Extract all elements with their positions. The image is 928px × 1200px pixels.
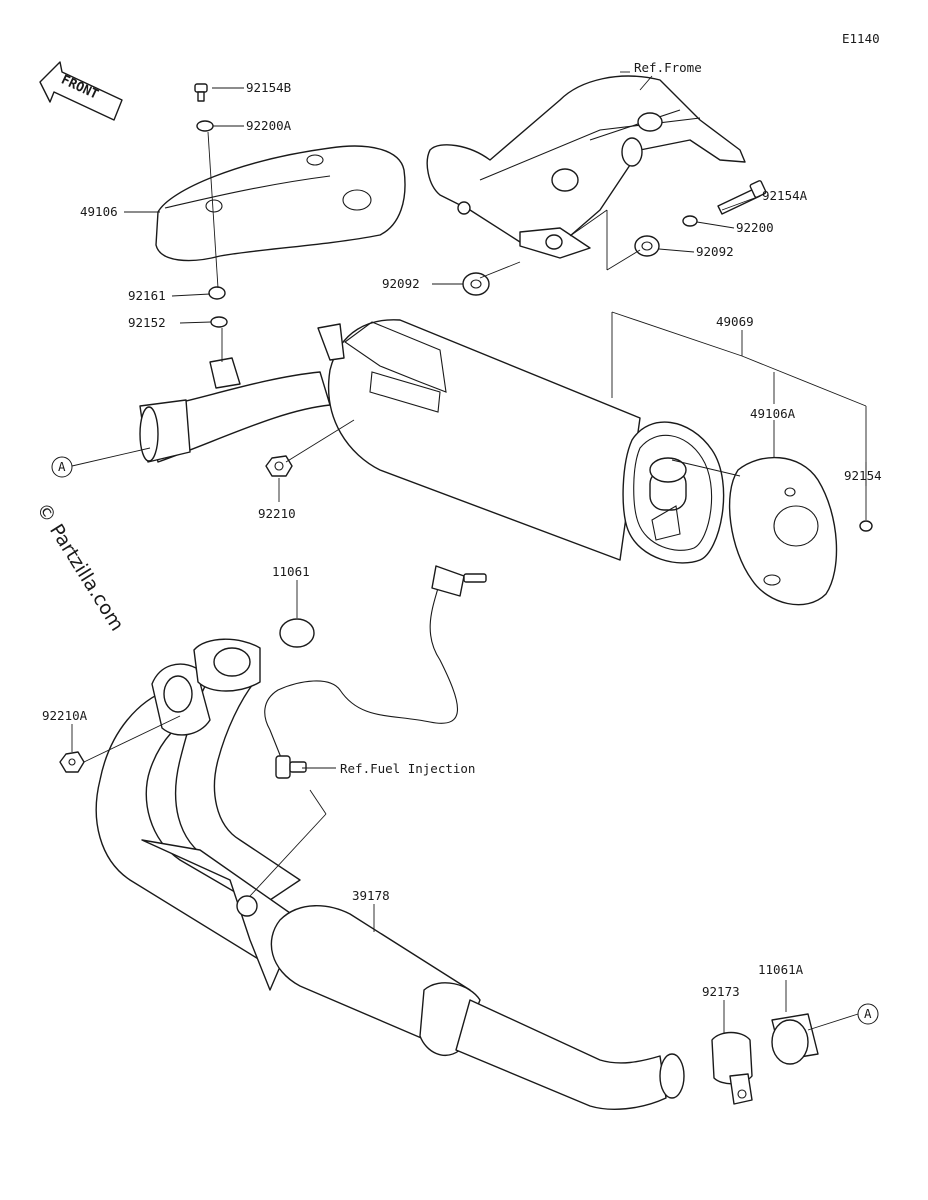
label-92154A: 92154A xyxy=(762,188,808,203)
label-ref-frame: Ref.Frome xyxy=(634,60,702,75)
leader-lines xyxy=(71,71,867,1034)
label-11061: 11061 xyxy=(272,564,310,579)
label-92210A: 92210A xyxy=(42,708,88,723)
clamp-92173 xyxy=(711,1031,753,1105)
label-92154B: 92154B xyxy=(246,80,291,95)
grommet-92092-left xyxy=(462,272,490,296)
nut-92210 xyxy=(265,455,293,477)
grommet-92092-right xyxy=(634,235,660,257)
label-11061A: 11061A xyxy=(758,962,804,977)
gasket-11061 xyxy=(279,618,315,648)
washer-92152 xyxy=(210,316,228,328)
diagram-code: E1140 xyxy=(842,31,880,46)
label-ref-fuel-injection: Ref.Fuel Injection xyxy=(340,761,475,776)
muffler-inlet-pipe xyxy=(139,371,331,463)
callout-a-bottom-label: A xyxy=(864,1006,872,1021)
label-49106A: 49106A xyxy=(750,406,796,421)
bolt-92154B xyxy=(194,83,208,102)
label-49069: 49069 xyxy=(716,314,754,329)
label-92173: 92173 xyxy=(702,984,740,999)
callout-a-bottom: A xyxy=(857,1003,879,1025)
nut-92161 xyxy=(208,286,226,300)
label-49106: 49106 xyxy=(80,204,118,219)
screw-92154 xyxy=(859,520,873,532)
label-92161: 92161 xyxy=(128,288,166,303)
copyright-text: © Partzilla.com xyxy=(32,499,128,635)
bracket xyxy=(209,357,241,389)
label-92210: 92210 xyxy=(258,506,296,521)
washer-92200 xyxy=(682,215,698,227)
nut-92210A xyxy=(59,751,85,773)
exhaust-header-39178 xyxy=(95,638,685,1110)
muffler-49069 xyxy=(317,319,725,564)
label-92200: 92200 xyxy=(736,220,774,235)
heat-cover-49106 xyxy=(155,145,406,262)
label-92200A: 92200A xyxy=(246,118,292,133)
label-92154: 92154 xyxy=(844,468,882,483)
callout-a-top: A xyxy=(51,456,73,478)
label-92152: 92152 xyxy=(128,315,166,330)
washer-92200A xyxy=(196,120,214,132)
callout-a-top-label: A xyxy=(58,459,66,474)
end-cover-49106A xyxy=(728,456,838,606)
gasket-11061A xyxy=(771,1013,819,1065)
frame-bracket xyxy=(426,75,746,259)
label-39178: 39178 xyxy=(352,888,390,903)
oxygen-sensor xyxy=(264,565,487,779)
label-92092-right: 92092 xyxy=(696,244,734,259)
front-arrow-icon: FRONT xyxy=(39,61,123,121)
label-92092-left: 92092 xyxy=(382,276,420,291)
